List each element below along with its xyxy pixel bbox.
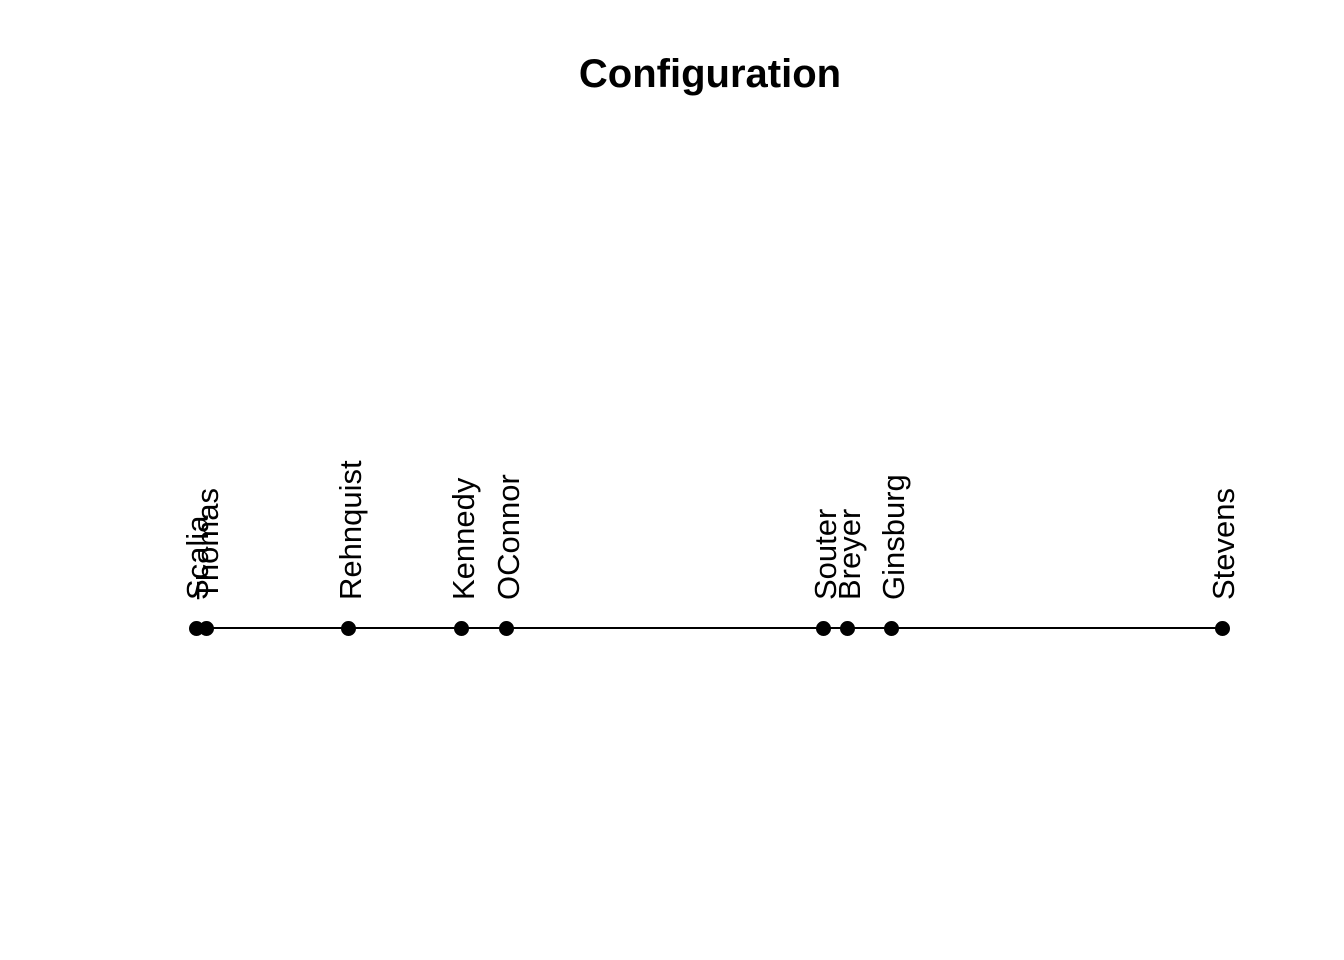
point-label-ginsburg: Ginsburg [875, 474, 911, 600]
point-label-breyer: Breyer [831, 508, 867, 600]
point-label-oconnor: OConnor [490, 474, 526, 600]
data-point-oconnor [499, 620, 515, 636]
point-label-thomas: Thomas [190, 488, 226, 600]
data-point-souter [816, 620, 832, 636]
point-label-rehnquist: Rehnquist [332, 460, 368, 600]
data-point-breyer [840, 620, 855, 636]
data-point-ginsburg [884, 620, 900, 636]
data-point-stevens [1214, 620, 1230, 636]
data-point-thomas [198, 620, 214, 636]
configuration-line [196, 627, 1222, 629]
point-label-kennedy: Kennedy [445, 477, 481, 600]
chart-title: Configuration [578, 52, 842, 96]
data-point-kennedy [454, 620, 470, 636]
data-point-rehnquist [341, 620, 357, 636]
point-label-stevens: Stevens [1206, 487, 1241, 600]
